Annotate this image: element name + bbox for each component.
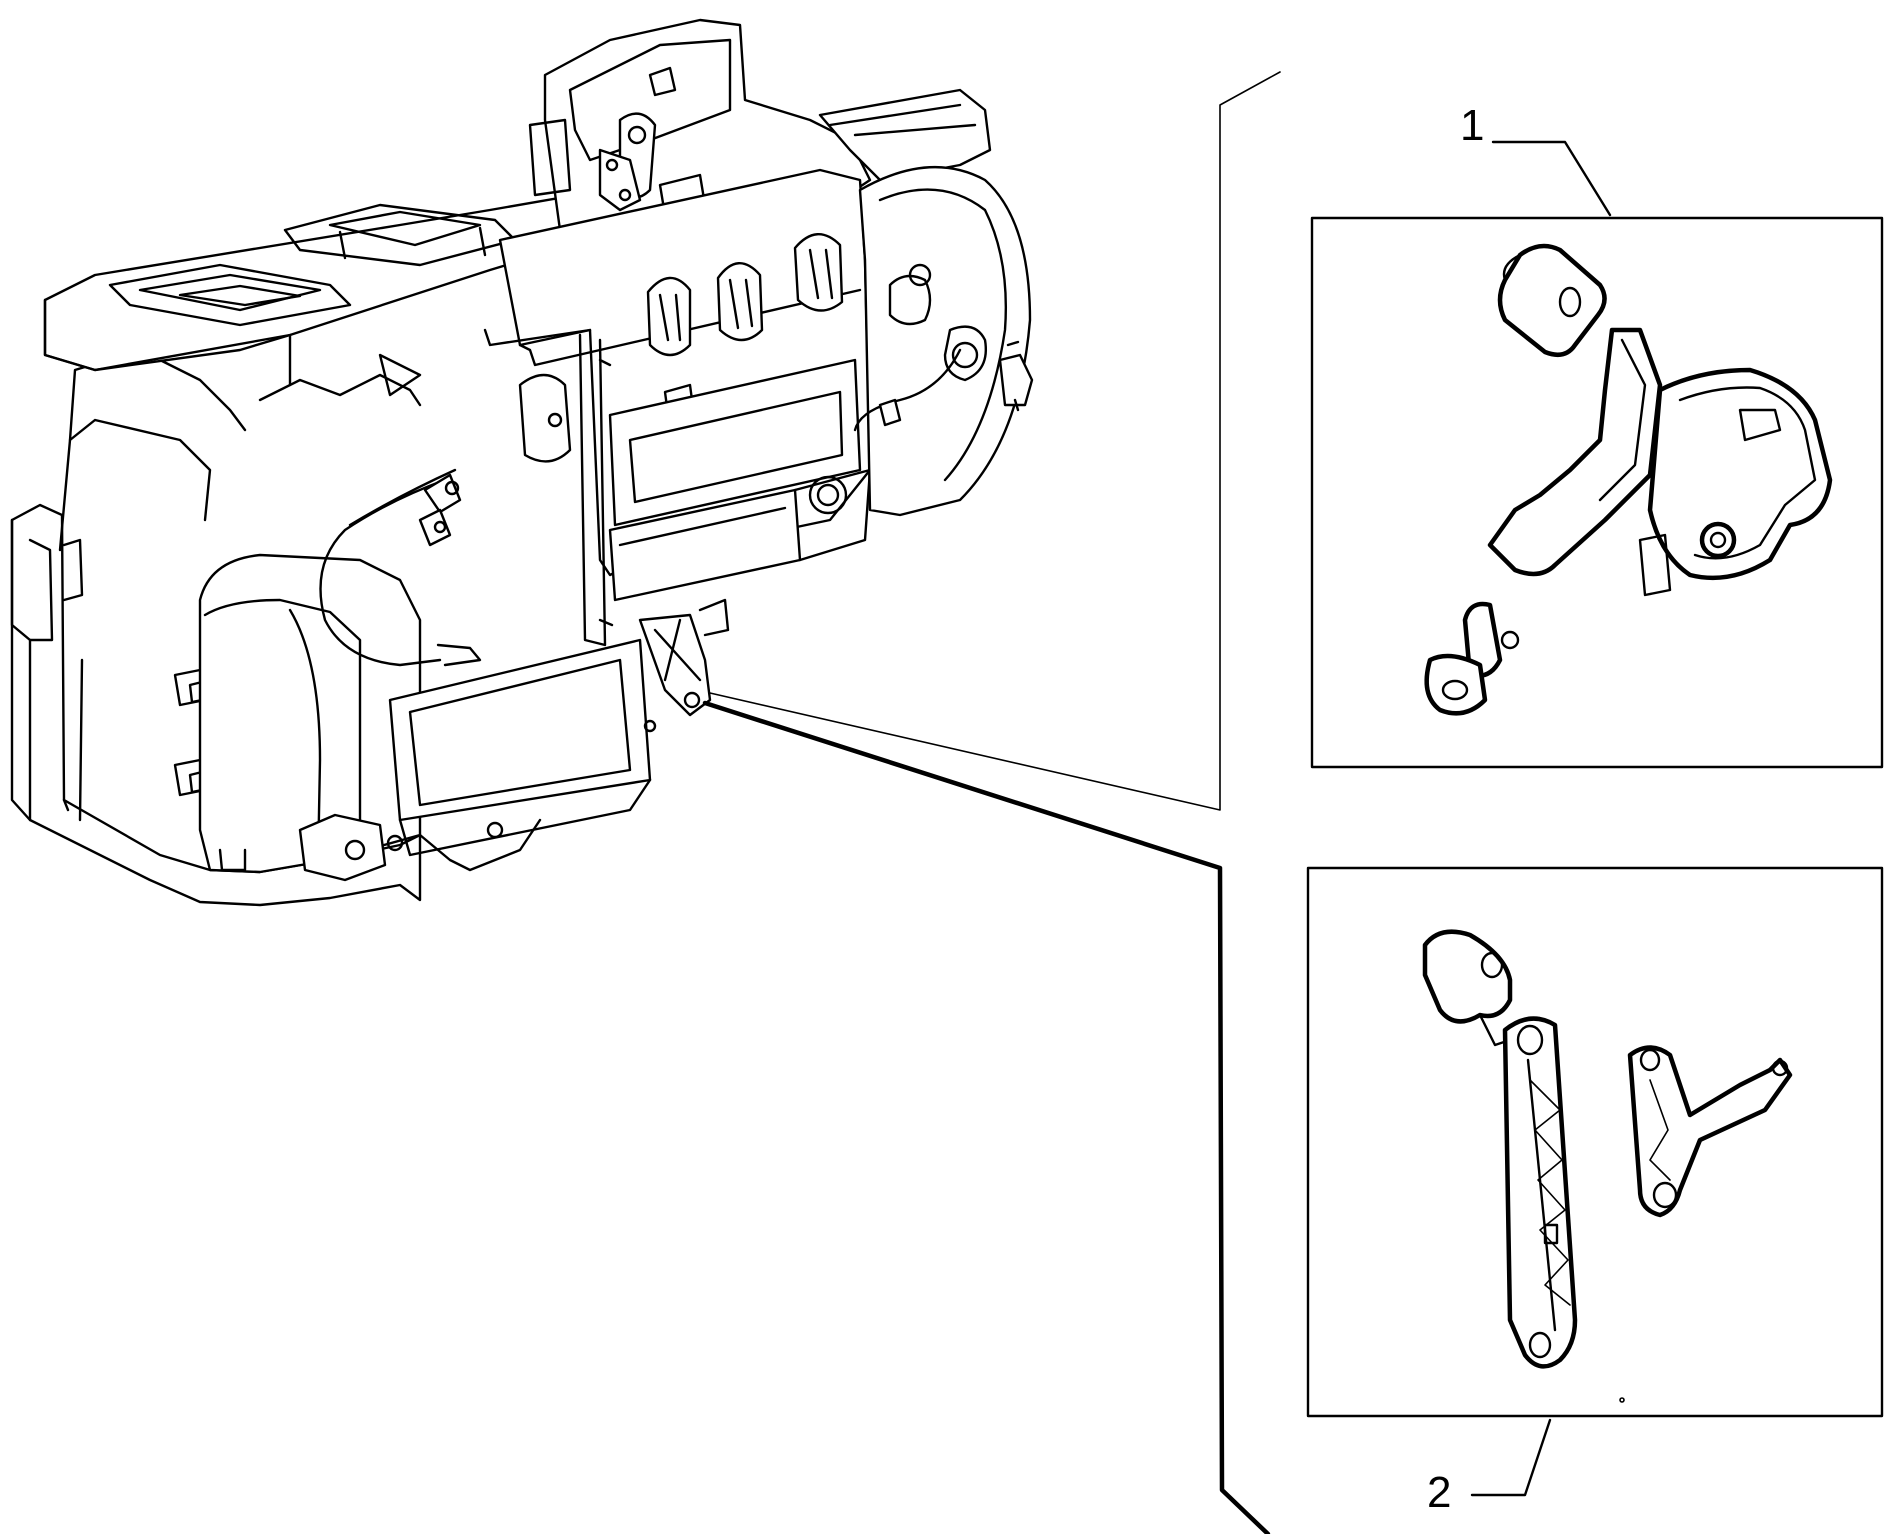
heater-unit-assembly: [10, 18, 1034, 907]
callout-2-leader: [1470, 1418, 1552, 1497]
control-knob-right: [793, 233, 844, 312]
leader-to-part-2: [702, 700, 1271, 1534]
callout-1-number: 1: [1460, 101, 1484, 150]
callout-1-leader: [1491, 140, 1612, 217]
leader-lines: [702, 71, 1281, 1534]
part-1-detail: 1: [1310, 101, 1884, 769]
control-knob-middle: [716, 262, 764, 342]
part-2-detail: 2: [1306, 866, 1884, 1517]
part-2-frame: [1306, 866, 1884, 1418]
leader-to-part-1: [709, 71, 1281, 811]
callout-2-number: 2: [1427, 1468, 1451, 1517]
control-knob-left: [646, 276, 692, 357]
part-1-frame: [1310, 216, 1884, 769]
